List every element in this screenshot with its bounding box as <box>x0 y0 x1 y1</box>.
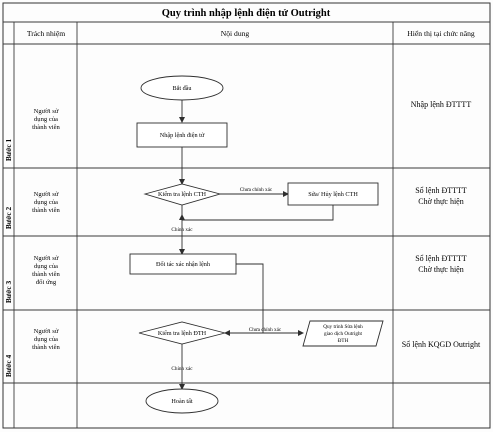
svg-text:Quy trình Sửa lệnh: Quy trình Sửa lệnh <box>323 324 363 330</box>
finish-label: Hoàn tất <box>171 398 192 405</box>
step-label-3: Bước 3 <box>4 281 13 304</box>
step-label-1: Bước 1 <box>4 139 13 162</box>
svg-text:dụng của: dụng của <box>34 263 58 270</box>
svg-text:Chờ thực hiện: Chờ thực hiện <box>418 265 463 274</box>
start-label: Bắt đầu <box>172 85 191 92</box>
svg-text:dụng của: dụng của <box>34 116 58 123</box>
responsibility-step-3: Người sử dụng của thành viên đối ứng <box>32 255 60 286</box>
correct-label-1: Chính xác <box>171 227 193 233</box>
header-responsibility: Trách nhiệm <box>27 29 65 38</box>
responsibility-step-4: Người sử dụng của thành viên <box>32 328 60 351</box>
svg-text:thành viên: thành viên <box>32 344 60 351</box>
svg-text:Người sử: Người sử <box>34 255 59 262</box>
display-step-4: Sổ lệnh KQGD Outright <box>402 340 481 349</box>
enter-order-label: Nhập lệnh điện tử <box>160 132 205 139</box>
header-content: Nội dung <box>221 29 250 38</box>
svg-text:dụng của: dụng của <box>34 336 58 343</box>
header-display: Hiển thị tại chức năng <box>407 29 475 38</box>
correct-label-2: Chính xác <box>171 366 193 372</box>
responsibility-step-2: Người sử dụng của thành viên <box>32 191 60 214</box>
check-dth-label: Kiểm tra lệnh ĐTH <box>158 330 207 337</box>
flow-connectors <box>179 100 334 390</box>
check-cth-decision <box>143 183 222 206</box>
svg-text:Người sử: Người sử <box>34 328 59 335</box>
start-terminator <box>140 75 224 101</box>
outright-process-io <box>302 320 384 347</box>
edit-cancel-label: Sửa/ Hủy lệnh CTH <box>308 191 358 198</box>
svg-text:Sổ lệnh ĐTTTT: Sổ lệnh ĐTTTT <box>415 186 467 195</box>
edit-cancel-process <box>287 182 379 206</box>
svg-text:ĐTH: ĐTH <box>338 338 349 344</box>
svg-text:Chờ thực hiện: Chờ thực hiện <box>418 197 463 206</box>
not-correct-label-1: Chưa chính xác <box>240 187 273 193</box>
enter-order-process <box>136 122 228 148</box>
finish-terminator <box>145 388 219 414</box>
display-step-3: Sổ lệnh ĐTTTT Chờ thực hiện <box>415 254 467 274</box>
counterparty-confirm-process <box>129 253 237 275</box>
svg-text:dụng của: dụng của <box>34 199 58 206</box>
display-step-2: Sổ lệnh ĐTTTT Chờ thực hiện <box>415 186 467 206</box>
svg-text:đối ứng: đối ứng <box>36 279 57 286</box>
page-title: Quy trình nhập lệnh điện tử Outright <box>162 8 331 19</box>
step-label-2: Bước 2 <box>4 207 13 230</box>
svg-text:thành viên: thành viên <box>32 207 60 214</box>
svg-text:giao dịch Outright: giao dịch Outright <box>324 331 363 337</box>
svg-text:Sổ lệnh ĐTTTT: Sổ lệnh ĐTTTT <box>415 254 467 263</box>
counterparty-confirm-label: Đối tác xác nhận lệnh <box>156 261 211 268</box>
check-dth-decision <box>138 321 226 345</box>
svg-text:Người sử: Người sử <box>34 108 59 115</box>
outright-process-label: Quy trình Sửa lệnh giao dịch Outright ĐT… <box>323 324 363 344</box>
svg-text:thành viên: thành viên <box>32 271 60 278</box>
check-cth-label: Kiểm tra lệnh CTH <box>158 191 206 198</box>
responsibility-step-1: Người sử dụng của thành viên <box>32 108 60 131</box>
svg-text:thành viên: thành viên <box>32 124 60 131</box>
step-label-4: Bước 4 <box>4 355 13 378</box>
svg-text:Người sử: Người sử <box>34 191 59 198</box>
not-correct-label-2: Chưa chính xác <box>249 327 282 333</box>
display-step-1: Nhập lệnh ĐTTTT <box>411 100 472 109</box>
